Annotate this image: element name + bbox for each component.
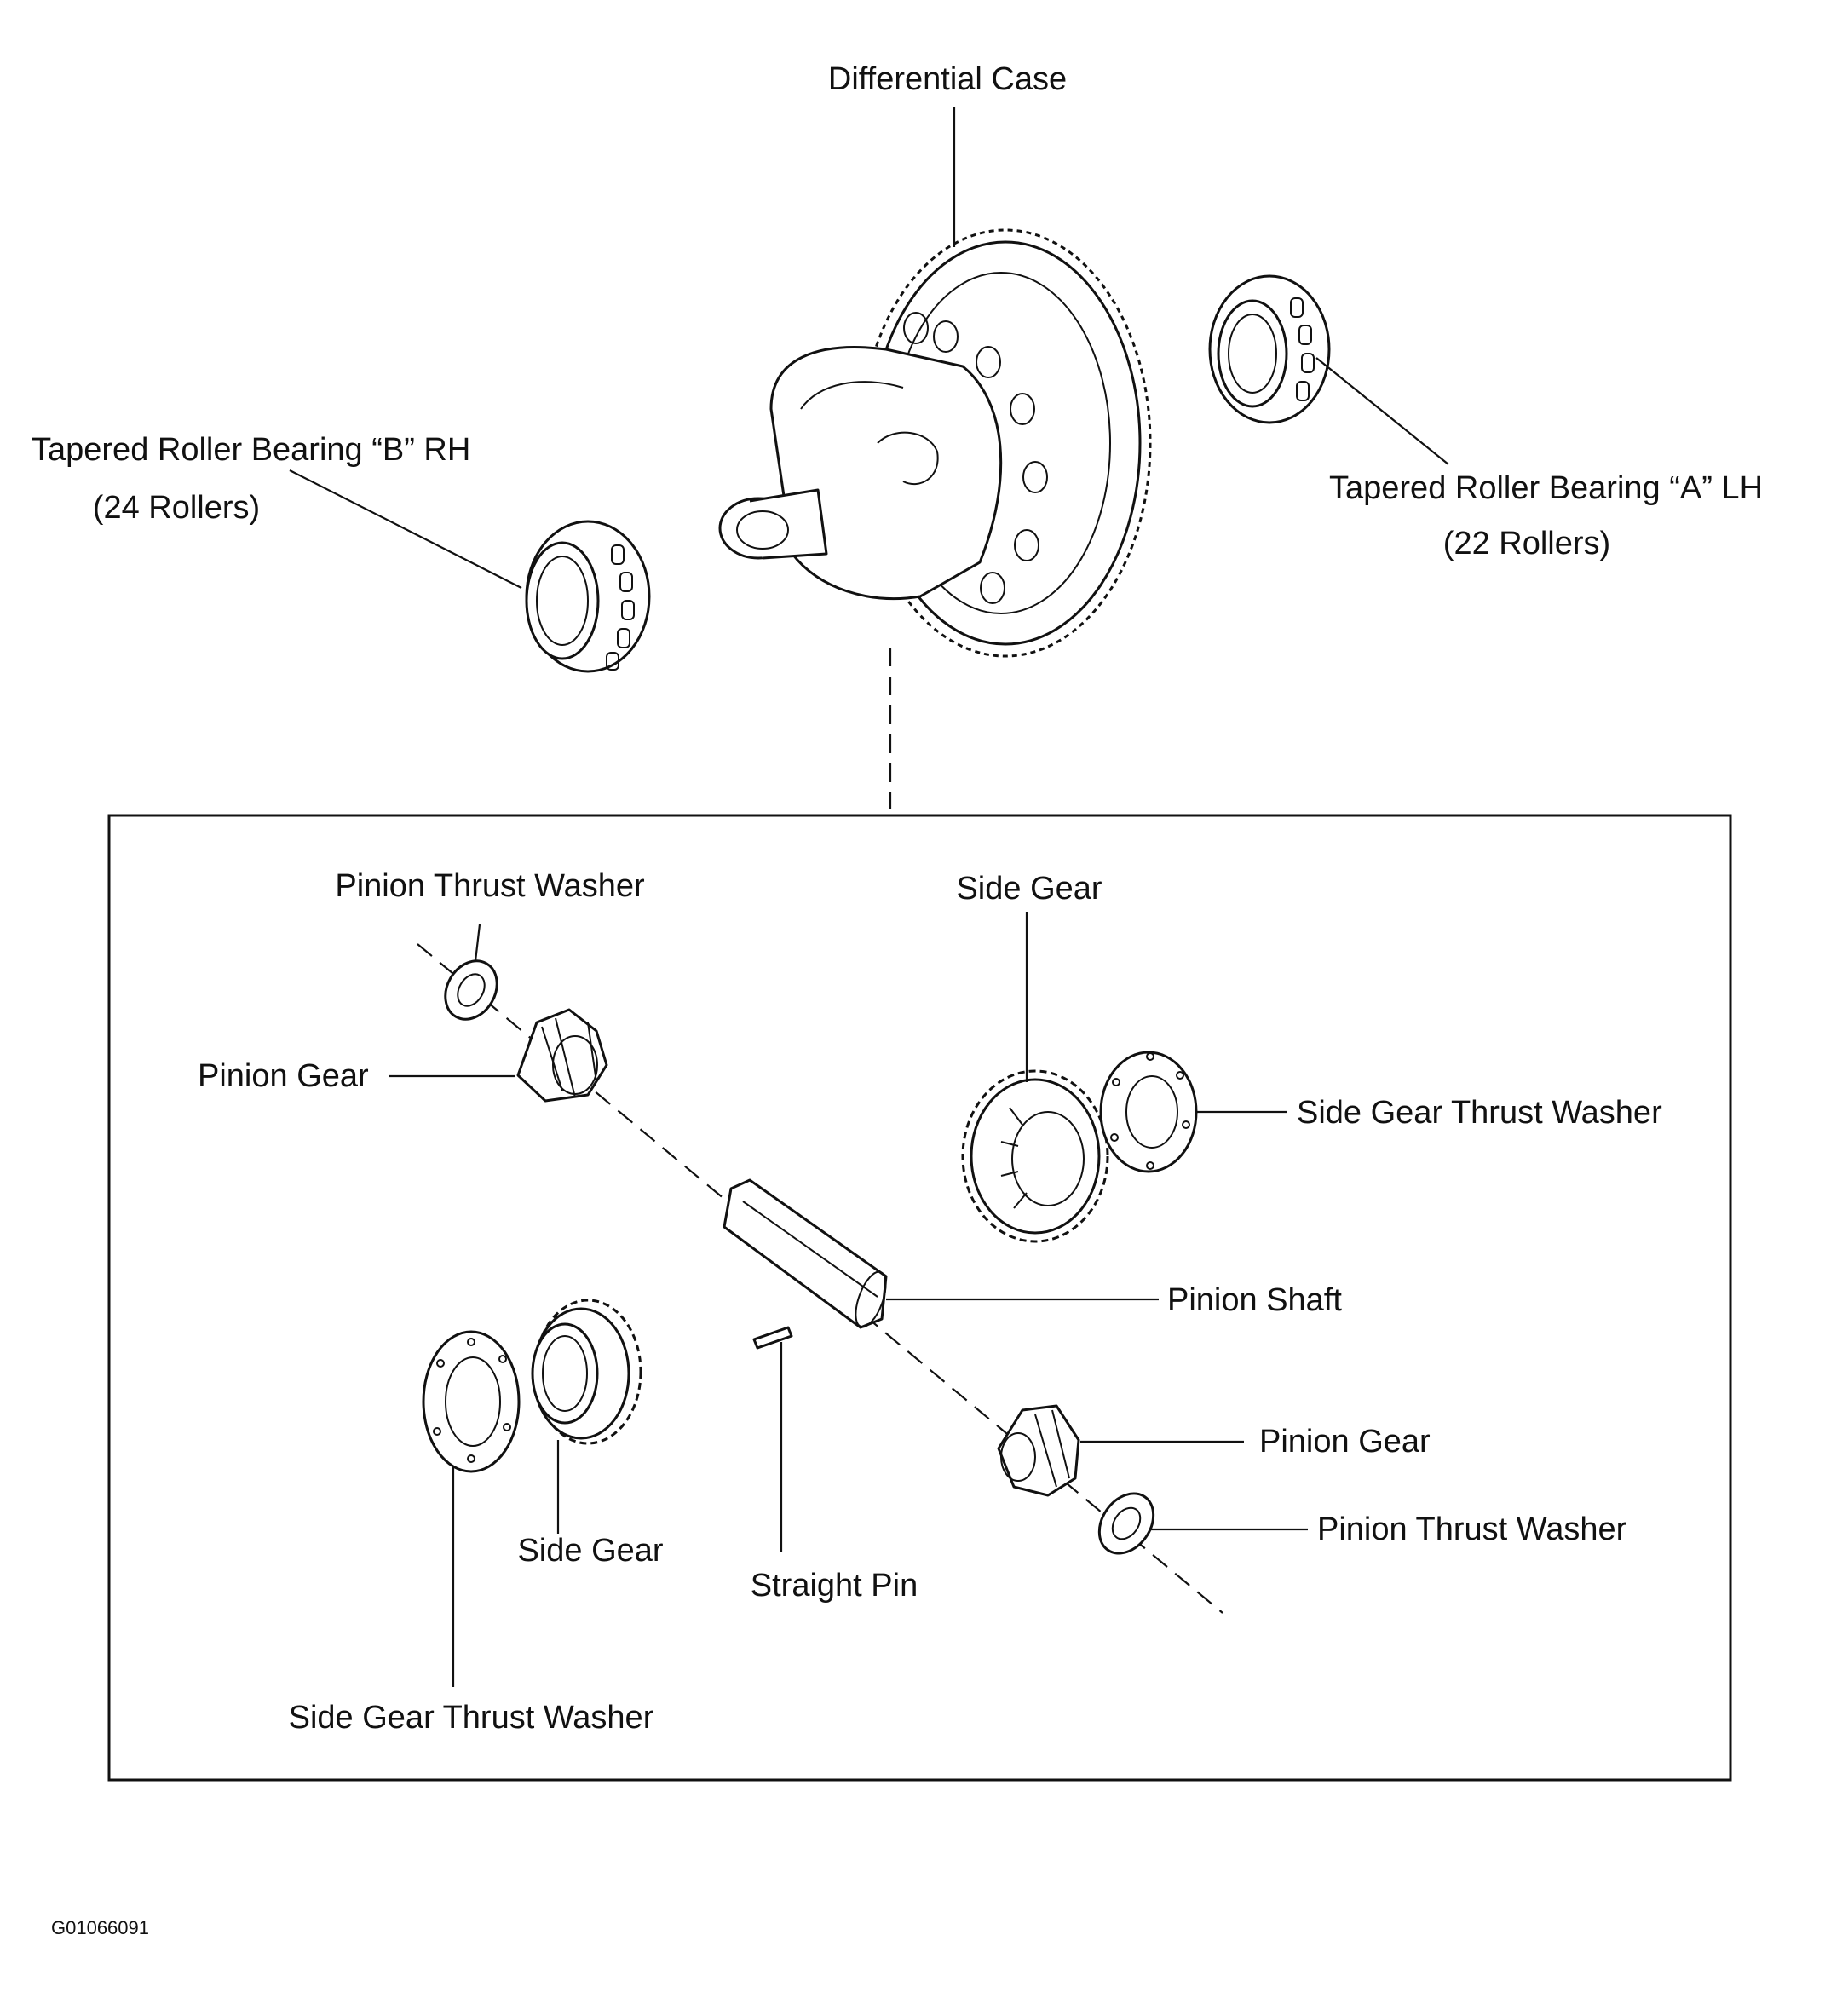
label-side-gear-thrust-washer-right: Side Gear Thrust Washer (1297, 1095, 1662, 1131)
label-straight-pin: Straight Pin (751, 1568, 918, 1604)
side-gear-top-part (961, 1069, 1109, 1243)
side-gear-thrust-washer-left-part (422, 1330, 521, 1473)
label-pinion-gear-bottom: Pinion Gear (1259, 1424, 1431, 1460)
figure-code: G01066091 (51, 1917, 149, 1938)
pinion-thrust-washer-top-part (444, 959, 498, 1021)
side-gear-bottom-part (531, 1299, 642, 1445)
pinion-gear-top-part (516, 1008, 608, 1103)
label-pinion-thrust-washer-bottom: Pinion Thrust Washer (1317, 1512, 1627, 1547)
leader-pinion-thrust-washer-top (474, 924, 481, 962)
label-differential-case: Differential Case (828, 61, 1067, 97)
label-bearing-b-line1: Tapered Roller Bearing “B” RH (32, 432, 470, 468)
side-gear-thrust-washer-right-part (1099, 1051, 1198, 1173)
label-pinion-thrust-washer-top: Pinion Thrust Washer (335, 868, 645, 904)
pinion-shaft-part (723, 1178, 888, 1329)
leader-bearing-a (1315, 357, 1449, 465)
label-pinion-gear-top: Pinion Gear (198, 1058, 369, 1094)
straight-pin-part (752, 1326, 793, 1350)
label-side-gear-bottom: Side Gear (517, 1533, 663, 1569)
bearing-a-part (1208, 274, 1331, 424)
label-bearing-b-line2: (24 Rollers) (93, 490, 260, 526)
label-bearing-a-line1: Tapered Roller Bearing “A” LH (1329, 470, 1763, 506)
leader-bearing-b (289, 469, 522, 589)
bearing-b-part (525, 520, 651, 673)
label-bearing-a-line2: (22 Rollers) (1443, 526, 1610, 561)
label-pinion-shaft: Pinion Shaft (1167, 1282, 1342, 1318)
components-inset-frame (107, 814, 1732, 1782)
differential-case-part (718, 228, 1152, 658)
pinion-thrust-washer-bottom-part (1097, 1492, 1155, 1555)
pinion-gear-bottom-part (997, 1404, 1080, 1497)
label-side-gear-thrust-washer-left: Side Gear Thrust Washer (289, 1700, 654, 1736)
label-side-gear-top: Side Gear (956, 871, 1102, 907)
